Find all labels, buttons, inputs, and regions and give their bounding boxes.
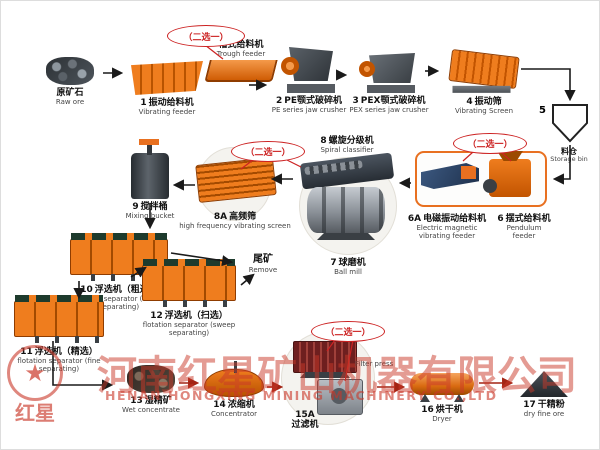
filter-press-label: Filter press: [355, 360, 394, 368]
filter-label-node: 15A 过滤机: [273, 407, 337, 431]
filter-press-illustration: [293, 341, 357, 373]
raw-ore-label: 原矿石 Raw ore: [55, 88, 85, 107]
filter-press-label-node: Filter press: [355, 357, 403, 368]
storage-bin-illustration: [552, 104, 588, 143]
flotation-fine-illustration: [14, 295, 104, 343]
flotation-sweep-illustration: [142, 259, 236, 307]
wet-concentrate-image: [127, 365, 175, 393]
trough-feeder-label: 槽式给料机 Trough feeder: [216, 40, 266, 59]
filter-illustration: [317, 379, 363, 415]
ball-mill-node: [307, 187, 385, 233]
choice-bubble-classifier: （二选一）: [231, 141, 305, 162]
storage-bin-node: 5 料仓 Storage bin: [539, 103, 599, 164]
raw-ore-node: 原矿石 Raw ore: [37, 57, 103, 106]
pe-jaw-crusher-illustration: [281, 47, 337, 93]
em-vibrating-feeder-node: [421, 163, 479, 189]
tailings-node: 尾矿 Remove: [237, 251, 289, 274]
concentrator-illustration: [204, 361, 264, 397]
tailings-label: 尾矿 Remove: [248, 254, 278, 274]
filter-press-node: [293, 341, 357, 373]
storage-bin-label: 料仓 Storage bin: [550, 147, 588, 164]
pex-jaw-crusher-illustration: [359, 53, 419, 93]
dryer-illustration: [410, 373, 474, 395]
choice-bubble-filter: （二选一）: [311, 321, 385, 342]
vibrating-feeder-illustration: [131, 61, 203, 95]
pendulum-feeder-node: [483, 159, 531, 197]
filter-label: 15A 过滤机: [291, 410, 319, 431]
mixing-bucket-illustration: [131, 139, 169, 199]
pendulum-feeder-illustration: [483, 159, 531, 197]
trough-feeder-node: 槽式给料机 Trough feeder: [199, 37, 283, 83]
raw-ore-image: [46, 57, 94, 85]
choice-bubble-feeder6: （二选一）: [453, 133, 527, 154]
filter-node: [317, 379, 363, 415]
choice-bubble-feeder: （二选一）: [167, 25, 245, 47]
storage-bin-number: 5: [539, 105, 546, 116]
ball-mill-illustration: [307, 187, 385, 233]
